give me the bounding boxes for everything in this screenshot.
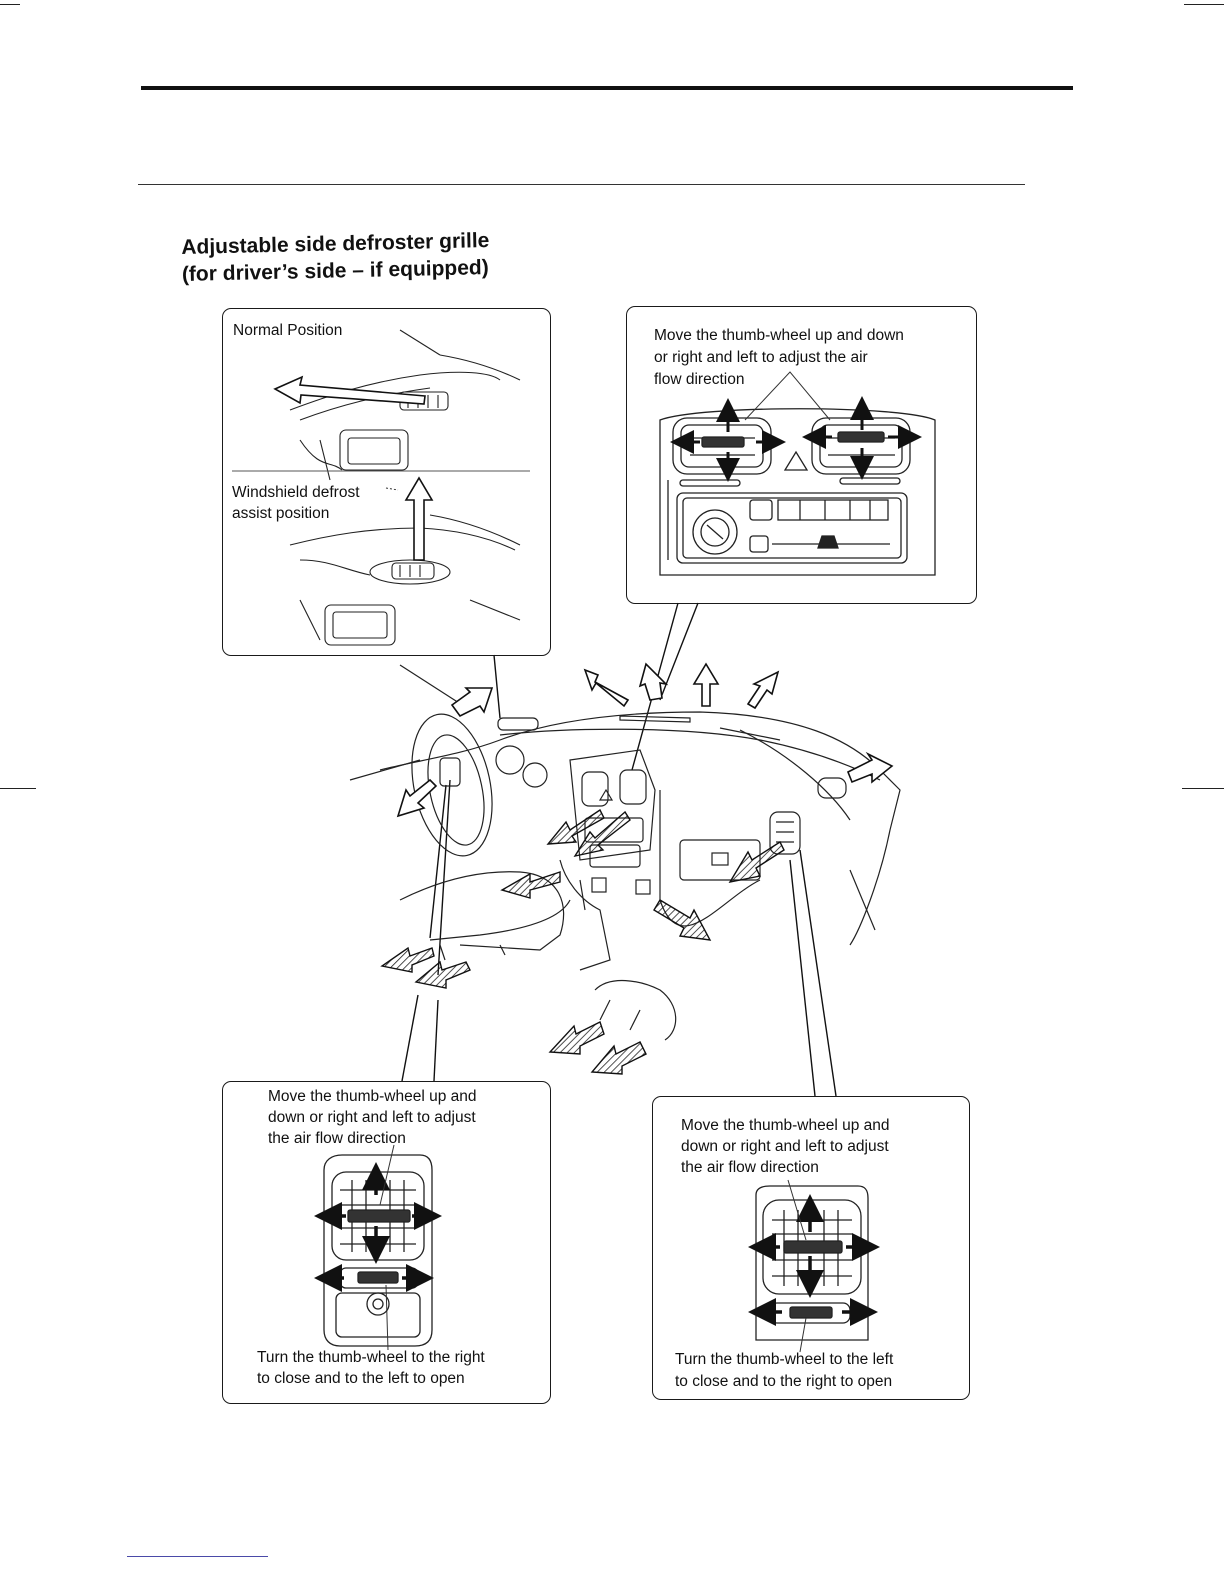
left-panel-text-line-1: Move the thumb-wheel up and	[268, 1088, 477, 1105]
right-panel-text-line-2: down or right and left to adjust	[681, 1138, 889, 1155]
crop-mark-top-right	[1184, 4, 1224, 5]
crop-mark-mid-right	[1182, 788, 1224, 789]
normal-airflow-arrow	[273, 375, 426, 405]
left-panel-bottom-line-2: to close and to the left to open	[257, 1370, 465, 1387]
defroster-grille-panel	[222, 308, 551, 656]
defrost-position-label-line-2: assist position	[232, 505, 330, 522]
defrost-position-label-line-1: Windshield defrost	[232, 484, 360, 501]
crop-mark-mid-left	[0, 788, 36, 789]
right-panel-text-line-1: Move the thumb-wheel up and	[681, 1117, 890, 1134]
defrost-airflow-arrow	[404, 476, 434, 561]
right-vent-adjust-arrows	[748, 1194, 880, 1326]
right-vent-sketch	[755, 1185, 869, 1341]
footer-rule	[127, 1556, 268, 1557]
left-panel-bottom-line-1: Turn the thumb-wheel to the right	[257, 1349, 485, 1366]
left-vent-sketch	[323, 1154, 433, 1347]
right-panel-bottom-line-1: Turn the thumb-wheel to the left	[675, 1351, 894, 1368]
section-rule	[138, 184, 1025, 185]
center-vent-panel	[626, 306, 977, 604]
center-panel-text-line-1: Move the thumb-wheel up and down	[654, 327, 904, 344]
left-panel-text-line-2: down or right and left to adjust	[268, 1109, 476, 1126]
defrost-outlet-arrows	[396, 662, 894, 818]
header-rule	[141, 86, 1073, 90]
center-panel-text-line-2: or right and left to adjust the air	[654, 349, 868, 366]
right-panel-bottom-line-2: to close and to the right to open	[675, 1373, 893, 1390]
center-vents-sketch	[659, 408, 936, 576]
normal-position-label: Normal Position	[233, 322, 343, 339]
normal-position-sketch	[289, 329, 521, 481]
left-panel-text-line-3: the air flow direction	[268, 1130, 406, 1147]
dashboard-sketch	[349, 664, 901, 1041]
crop-mark-top-left	[0, 4, 20, 5]
floor-airflow-arrows	[380, 808, 785, 1075]
center-vent-adjust-arrows	[670, 396, 922, 482]
left-vent-adjust-arrows	[314, 1162, 442, 1292]
defrost-position-sketch	[289, 514, 521, 646]
right-panel-text-line-3: the air flow direction	[681, 1159, 819, 1176]
center-panel-text-line-3: flow direction	[654, 371, 745, 388]
